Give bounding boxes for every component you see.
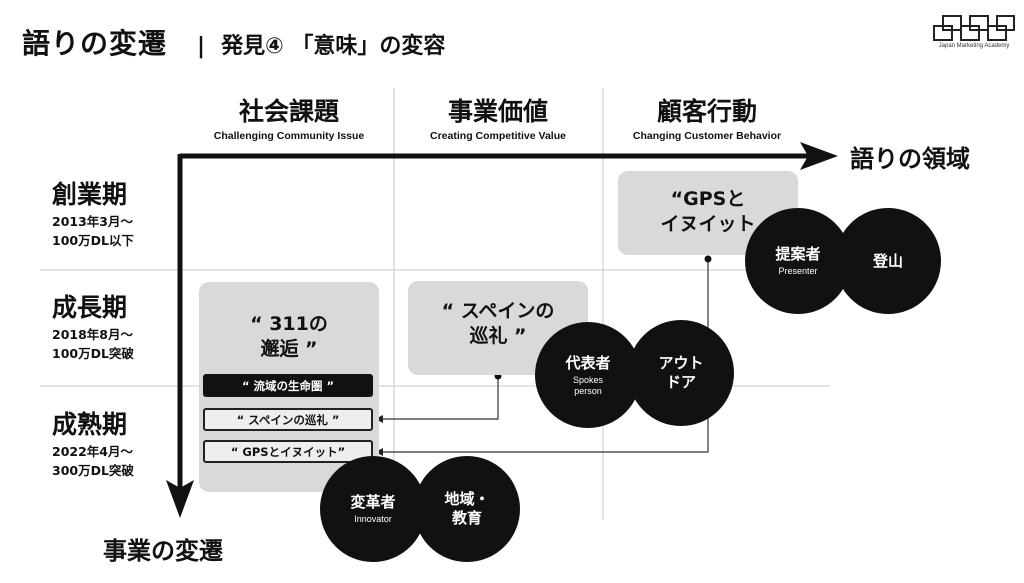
circle-region-education: 地域・ 教育 <box>414 456 520 562</box>
column-header-social: 社会課題 Challenging Community Issue <box>189 92 389 142</box>
row-downloads: 100万DL以下 <box>52 233 134 248</box>
box-text: 巡礼 ” <box>469 325 527 347</box>
pill-gps-inuit: “ GPSとイヌイット” <box>203 440 373 463</box>
row-date: 2013年3月～ <box>52 214 133 229</box>
row-header-founding: 創業期 2013年3月～ 100万DL以下 <box>52 175 134 249</box>
pill-watershed: “ 流域の生命圏 ” <box>203 374 373 397</box>
connector-dot <box>704 255 712 263</box>
pill-spain-pilgrimage: “ スペインの巡礼 ” <box>203 408 373 431</box>
column-subtitle: Challenging Community Issue <box>213 130 365 142</box>
row-downloads: 100万DL突破 <box>52 346 134 361</box>
row-title: 創業期 <box>52 180 128 209</box>
circle-sublabel: Spokes person <box>572 374 604 396</box>
connector-lines <box>375 259 709 456</box>
horizontal-axis-arrow-icon <box>800 142 838 170</box>
box-text: “ スペインの <box>441 300 555 322</box>
circle-label: アウト ドア <box>658 354 704 391</box>
circle-label: 提案者 <box>775 245 821 263</box>
column-header-business: 事業価値 Creating Competitive Value <box>398 92 598 142</box>
box-text: イヌイット <box>660 213 756 235</box>
row-date: 2022年4月～ <box>52 444 133 459</box>
company-logo: Japan Marketing Academy <box>932 14 1016 49</box>
logo-text: Japan Marketing Academy <box>938 43 1010 49</box>
circle-label: 地域・ 教育 <box>444 490 490 527</box>
horizontal-axis-label: 語りの領域 <box>850 145 970 173</box>
row-downloads: 300万DL突破 <box>52 463 134 478</box>
page-title: 語りの変遷 <box>22 27 168 60</box>
circle-climbing: 登山 <box>835 208 941 314</box>
column-title: 事業価値 <box>447 97 548 126</box>
column-title: 顧客行動 <box>656 97 757 126</box>
row-header-growth: 成長期 2018年8月～ 100万DL突破 <box>52 288 134 362</box>
box-text: 邂逅 ” <box>260 338 318 360</box>
column-title: 社会課題 <box>238 97 339 126</box>
box-text: “ 311の <box>250 313 328 335</box>
circle-label: 代表者 <box>565 353 611 372</box>
axes <box>166 142 838 518</box>
page-header: 語りの変遷 | 発見④ 「意味」の変容 <box>22 22 445 62</box>
row-title: 成熟期 <box>52 410 128 439</box>
circle-label: 登山 <box>872 251 903 270</box>
circle-outdoor: アウト ドア <box>628 320 734 426</box>
row-title: 成長期 <box>52 293 128 322</box>
row-header-maturity: 成熟期 2022年4月～ 300万DL突破 <box>52 405 134 479</box>
circle-spokesperson: 代表者 Spokes person <box>535 322 641 428</box>
circle-presenter: 提案者 Presenter <box>745 208 851 314</box>
column-subtitle: Changing Customer Behavior <box>632 130 782 142</box>
column-header-customer: 顧客行動 Changing Customer Behavior <box>607 92 807 142</box>
grid-lines <box>40 88 830 520</box>
circle-sublabel: Innovator <box>354 514 392 524</box>
column-subtitle: Creating Competitive Value <box>430 130 566 142</box>
page-subtitle: 発見④ 「意味」の変容 <box>221 34 446 59</box>
circle-label: 変革者 <box>350 493 396 511</box>
box-text: “GPSと <box>670 188 746 210</box>
circle-sublabel: Presenter <box>778 266 818 276</box>
vertical-axis-arrow-icon <box>166 480 194 518</box>
circle-innovator: 変革者 Innovator <box>320 456 426 562</box>
title-separator: | <box>197 34 206 59</box>
row-date: 2018年8月～ <box>52 327 133 342</box>
logo-mark-icon <box>933 15 1015 41</box>
vertical-axis-label: 事業の変遷 <box>103 537 223 565</box>
